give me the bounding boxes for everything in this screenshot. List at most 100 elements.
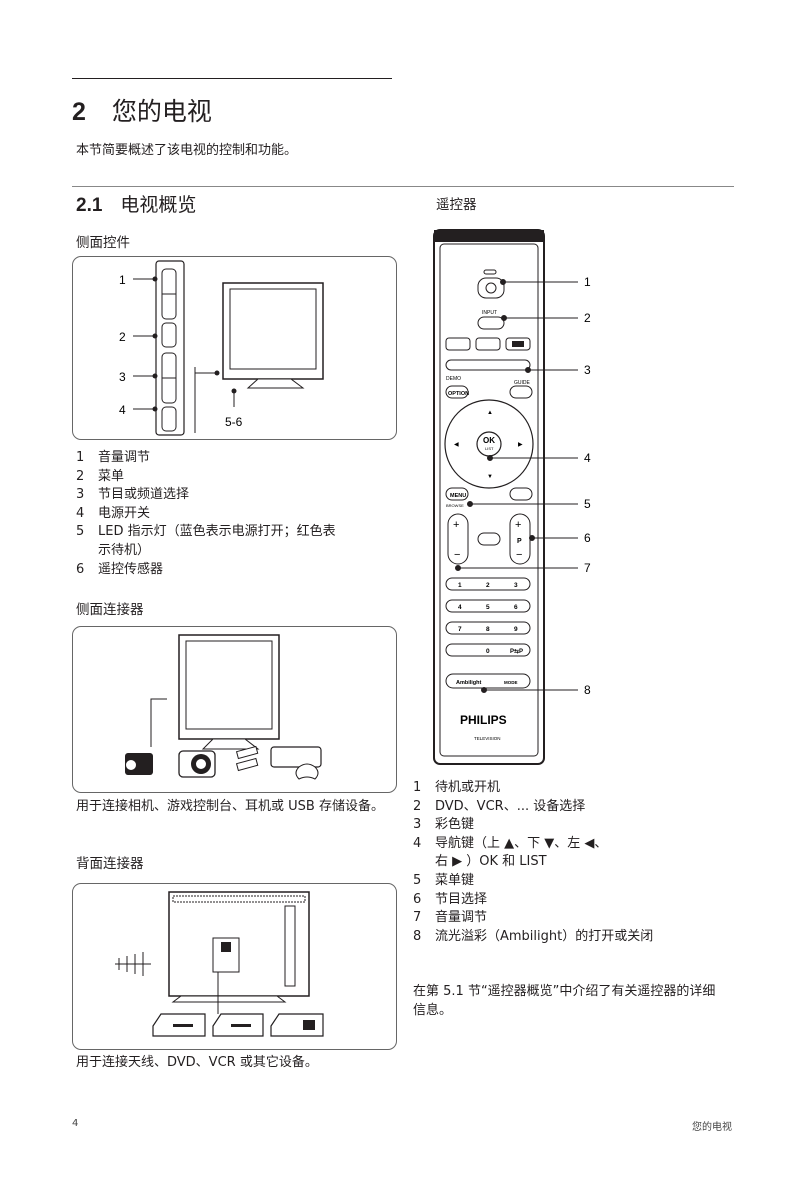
svg-text:3: 3 <box>514 582 518 589</box>
remote-note: 在第 5.1 节“遥控器概览”中介绍了有关遥控器的详细信息。 <box>413 984 716 1018</box>
svg-text:0: 0 <box>486 648 490 655</box>
menu-button <box>445 487 469 501</box>
side-controls-figure: 1 2 3 4 5-6 <box>72 256 397 440</box>
camera-icon <box>178 750 216 778</box>
brand-sub: TELEVISION <box>474 736 501 741</box>
remote-callout-3: 3 <box>584 363 591 377</box>
rear-connectors-caption: 用于连接天线、DVD、VCR 或其它设备。 <box>76 1055 318 1070</box>
svg-text:+: + <box>453 519 459 531</box>
mute-button <box>477 532 501 546</box>
dvd-recorder-icon <box>212 1013 264 1037</box>
side-callout-2: 2 <box>119 330 126 344</box>
pswap-label: P⇆P <box>510 647 523 655</box>
list-item: 示待机） <box>98 542 151 558</box>
section-number: 2.1 <box>76 195 103 216</box>
svg-text:▲: ▲ <box>487 410 493 416</box>
top-rule <box>72 78 392 79</box>
svg-text:4: 4 <box>458 604 462 611</box>
brand-label: PHILIPS <box>460 713 507 727</box>
side-connectors-figure <box>72 626 397 793</box>
side-callout-3: 3 <box>119 370 126 384</box>
side-controls-illustration: 1 2 3 4 5-6 <box>119 260 324 436</box>
guide-label: GUIDE <box>514 380 531 386</box>
svg-text:▼: ▼ <box>487 474 493 480</box>
svg-text:5: 5 <box>486 604 490 611</box>
rear-connectors-illustration <box>115 891 324 1037</box>
svg-text:−: − <box>454 549 460 561</box>
svg-text:▶: ▶ <box>518 442 523 448</box>
usb-stick-icon <box>235 745 259 772</box>
svg-text:6: 6 <box>514 604 518 611</box>
ok-label: OK <box>483 436 495 445</box>
rear-connectors-figure <box>72 883 397 1050</box>
side-connectors-heading: 侧面连接器 <box>76 602 144 618</box>
chapter-intro: 本节简要概述了该电视的控制和功能。 <box>76 143 298 158</box>
chapter-number: 2 <box>72 98 86 126</box>
side-connectors-illustration <box>125 634 322 780</box>
guide-button <box>509 385 533 399</box>
side-callout-1: 1 <box>119 273 126 287</box>
svg-text:8: 8 <box>486 626 490 633</box>
dvd-player-icon <box>152 1013 206 1037</box>
side-callout-5-6: 5-6 <box>225 415 243 429</box>
vcr-icon <box>270 1013 324 1037</box>
ambilight-button <box>445 673 531 689</box>
ambilight-label: Ambilight <box>456 680 482 686</box>
p-label: P <box>517 538 522 545</box>
remote-callout-4: 4 <box>584 451 591 465</box>
color-keys <box>445 359 531 371</box>
chapter-title: 您的电视 <box>111 97 212 126</box>
remote-callout-8: 8 <box>584 683 591 697</box>
side-connectors-caption: 用于连接相机、游戏控制台、耳机或 USB 存储设备。 <box>76 799 384 814</box>
remote-callout-6: 6 <box>584 531 591 545</box>
svg-text:−: − <box>516 549 522 561</box>
remote-callout-2: 2 <box>584 311 591 325</box>
rear-connectors-heading: 背面连接器 <box>76 856 144 872</box>
input-button <box>477 316 505 330</box>
option-label: OPTION <box>448 391 469 397</box>
antenna-icon <box>115 952 151 976</box>
browse-label: BROWSE <box>446 503 464 508</box>
side-callout-4: 4 <box>119 403 126 417</box>
section-heading: 2.1 电视概览 <box>76 190 196 217</box>
remote-figure: INPUT DEMO GUIDE OPTION OK LIST ▲▼ ◀▶ ME… <box>410 228 610 768</box>
section-rule <box>72 186 734 187</box>
svg-text:7: 7 <box>458 626 462 633</box>
remote-callout-5: 5 <box>584 497 591 511</box>
page-number: 4 <box>72 1118 79 1129</box>
chapter-heading: 2 您的电视 <box>72 92 212 128</box>
svg-text:2: 2 <box>486 582 490 589</box>
mode-label: MODE <box>504 680 518 685</box>
standby-button <box>477 277 505 299</box>
svg-text:1: 1 <box>458 582 462 589</box>
remote-callout-1: 1 <box>584 275 591 289</box>
svg-text:9: 9 <box>514 626 518 633</box>
section-title: 电视概览 <box>120 194 197 216</box>
remote-heading: 遥控器 <box>436 197 477 213</box>
remote-callout-7: 7 <box>584 561 591 575</box>
list-item: 右 ▶ ）OK 和 LIST <box>435 854 547 870</box>
svg-text:+: + <box>515 519 521 531</box>
option-button <box>445 385 469 399</box>
side-controls-heading: 侧面控件 <box>76 235 130 251</box>
volume-rocker <box>447 513 469 565</box>
game-console-icon <box>270 746 322 780</box>
list-label: LIST <box>485 446 494 451</box>
menu-label: MENU <box>450 493 466 499</box>
